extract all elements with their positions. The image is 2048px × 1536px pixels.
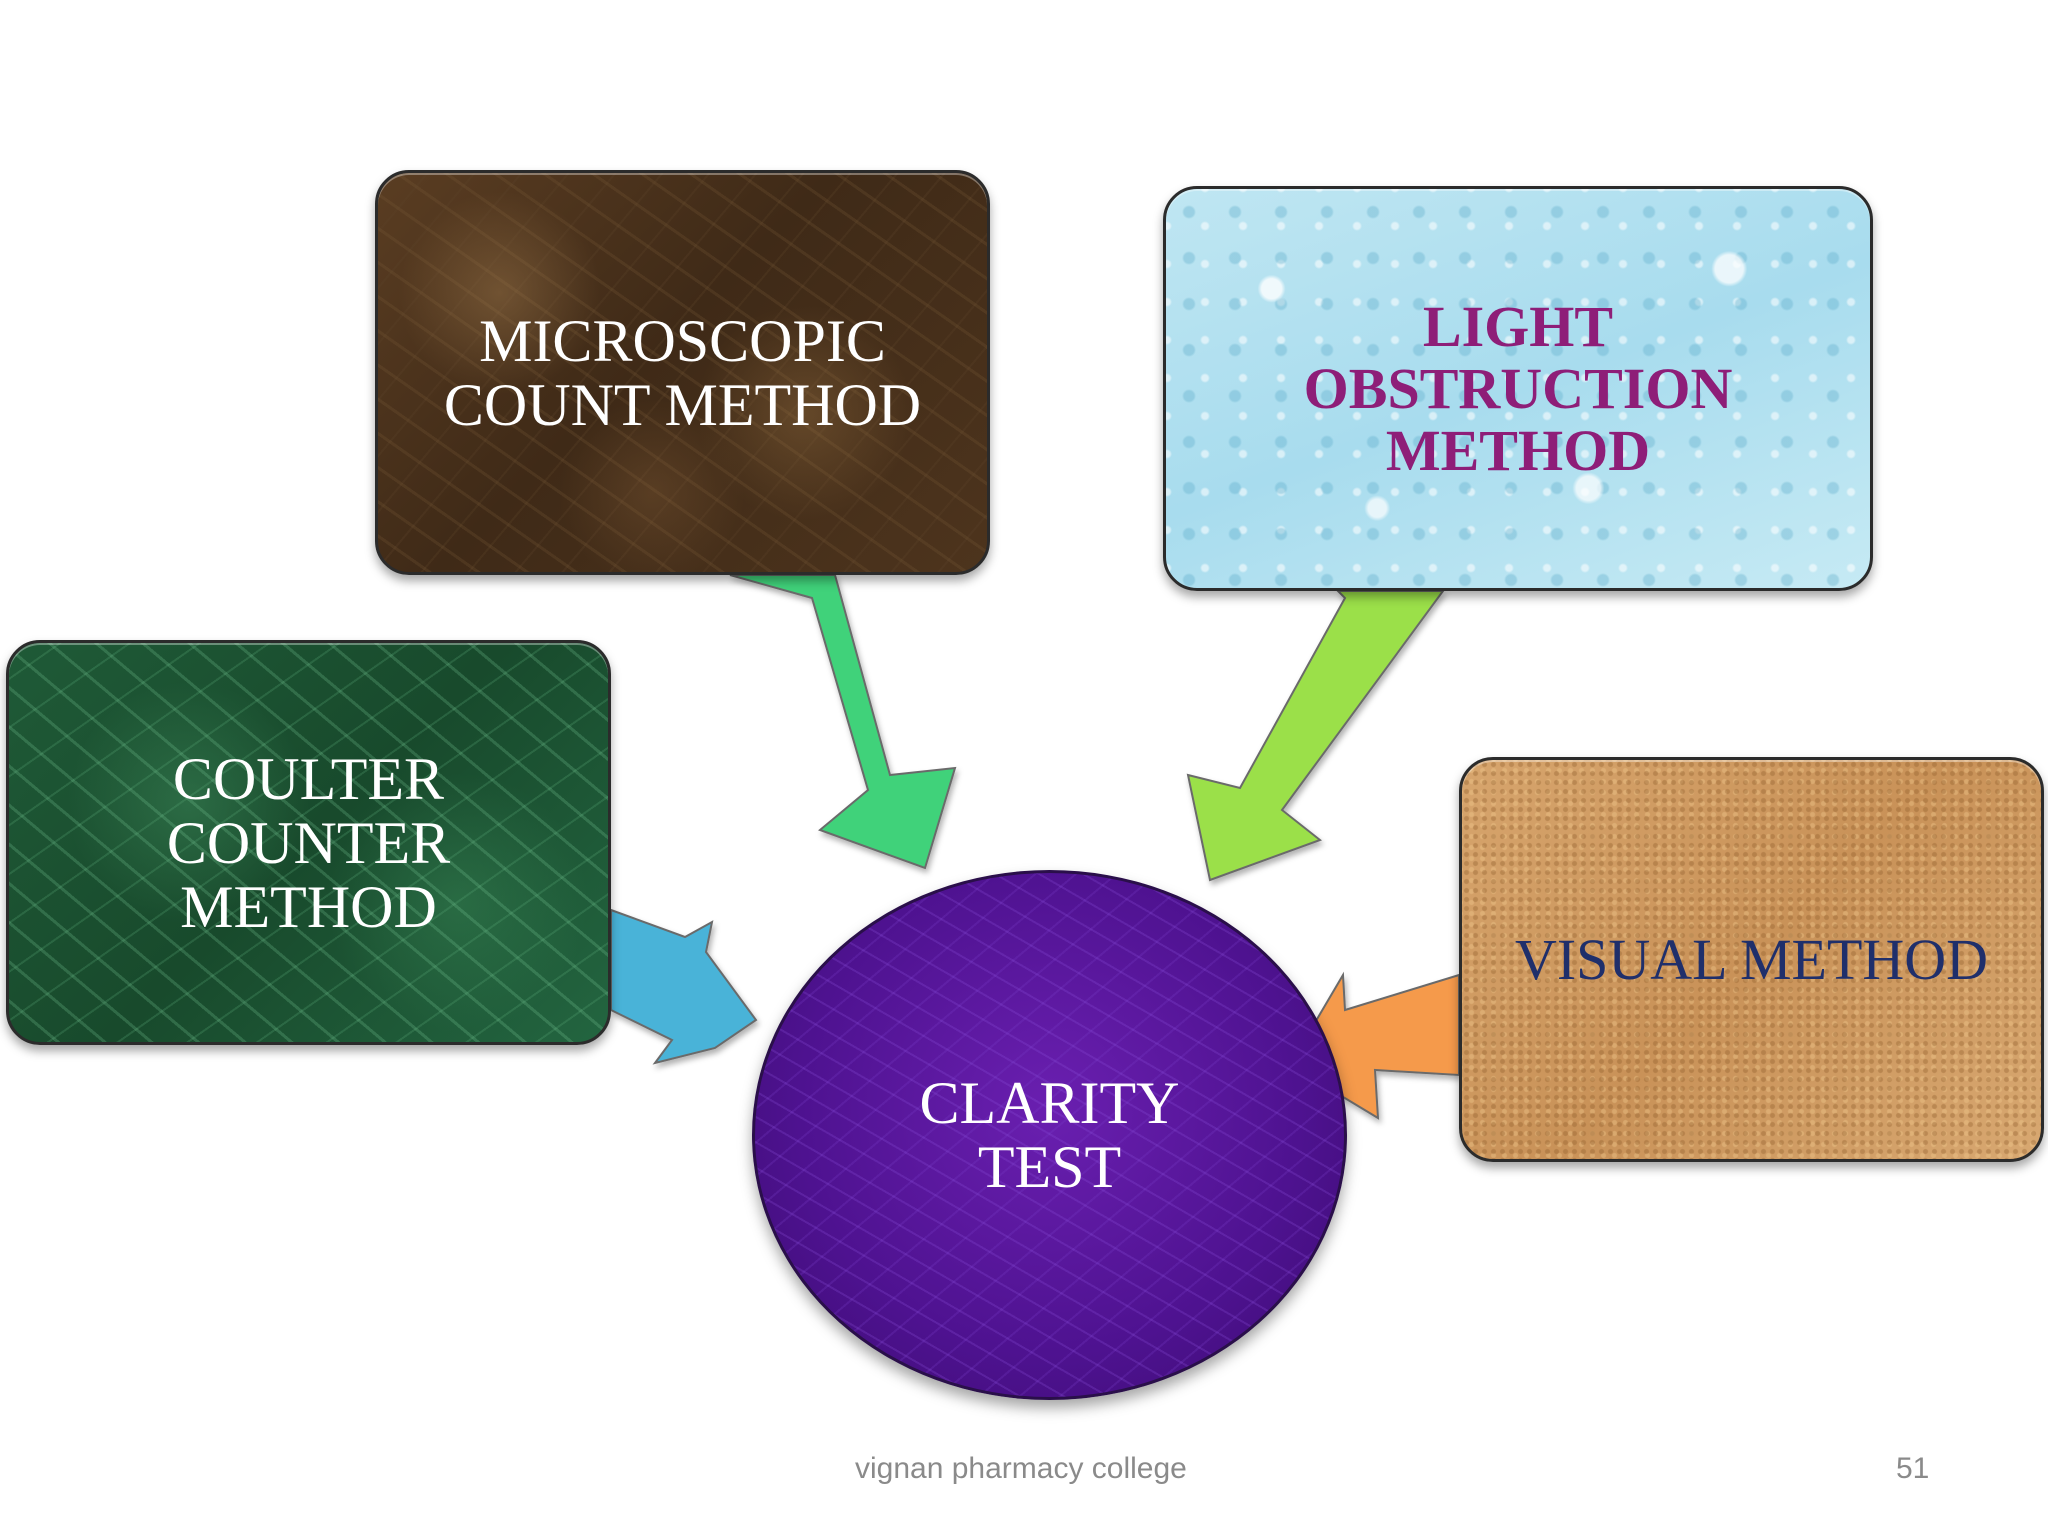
arrow-microscopic: [729, 574, 957, 870]
microscopic-count-method-label: MICROSCOPIC COUNT METHOD: [443, 307, 922, 438]
clarity-test-circle: CLARITY TEST: [752, 870, 1347, 1400]
arrow-coulter: [610, 908, 758, 1065]
visual-method-label: VISUAL METHOD: [1514, 926, 1989, 992]
visual-method-box: VISUAL METHOD: [1459, 757, 2044, 1162]
coulter-counter-method-box: COULTER COUNTER METHOD: [6, 640, 611, 1045]
slide-number: 51: [1896, 1452, 1930, 1485]
microscopic-count-method-box: MICROSCOPIC COUNT METHOD: [375, 170, 990, 575]
clarity-test-label: CLARITY TEST: [919, 1070, 1180, 1200]
coulter-counter-method-label: COULTER COUNTER METHOD: [166, 745, 451, 940]
light-obstruction-method-label: LIGHT OBSTRUCTION METHOD: [1303, 293, 1733, 483]
light-obstruction-method-box: LIGHT OBSTRUCTION METHOD: [1163, 186, 1873, 591]
footer-college-name: vignan pharmacy college: [855, 1452, 1187, 1485]
arrow-light: [1186, 590, 1445, 882]
